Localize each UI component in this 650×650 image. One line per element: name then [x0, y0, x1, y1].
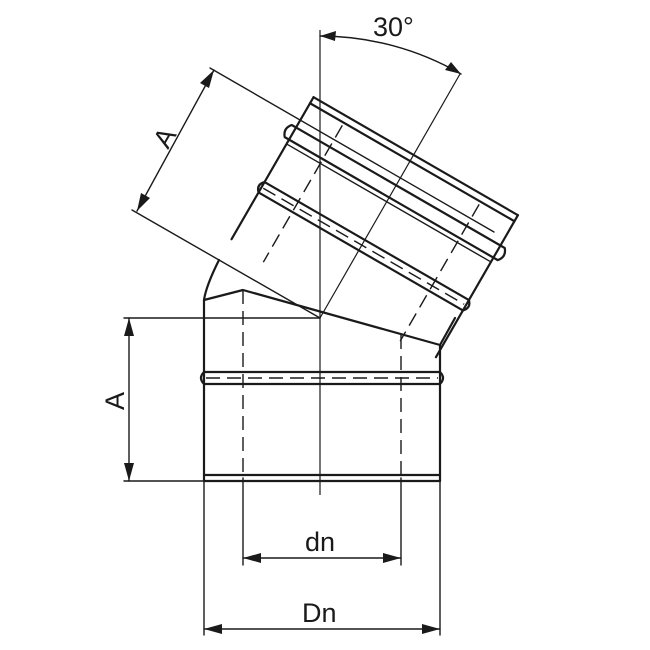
upper-length-label: A [147, 122, 182, 153]
lower-length-dimension: A [100, 317, 321, 482]
bend-joint [202, 258, 457, 347]
upper-pipe-section [230, 96, 520, 359]
inner-diameter-label: dn [305, 527, 335, 557]
angle-label: 30° [373, 12, 414, 42]
inner-diameter-dimension: dn [242, 477, 402, 566]
lower-length-label: A [100, 392, 130, 410]
center-lines [319, 30, 461, 495]
rotated-axis [319, 73, 461, 319]
outer-diameter-dimension: Dn [203, 480, 441, 636]
outer-diameter-label: Dn [302, 598, 337, 628]
angle-dimension: 30° [319, 12, 462, 75]
